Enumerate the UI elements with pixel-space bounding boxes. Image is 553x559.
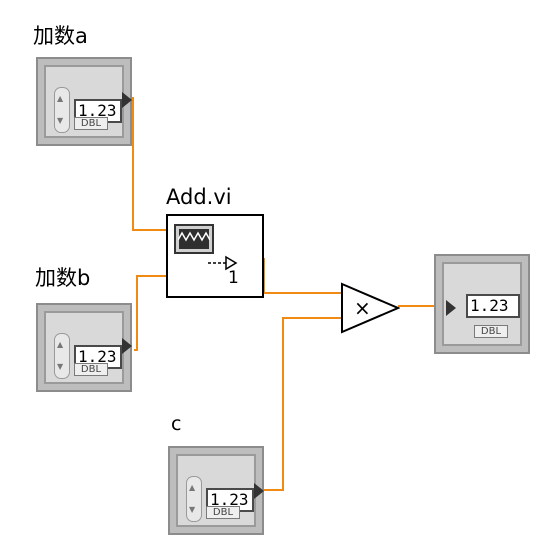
waveform-icon — [178, 231, 210, 242]
add-subvi-node[interactable]: 1 — [166, 214, 264, 298]
wire-b-to-subvi — [134, 275, 166, 351]
terminal-frame: 1.23 DBL — [44, 65, 124, 138]
terminal-frame: 1.23 DBL — [176, 454, 256, 527]
label-c: c — [171, 413, 182, 435]
multiply-symbol: × — [354, 296, 371, 320]
indicator-terminal[interactable]: 1.23 DBL — [434, 254, 530, 354]
label-addend-b: 加数b — [35, 266, 91, 290]
control-b-terminal[interactable]: 1.23 DBL — [36, 303, 132, 392]
label-subvi: Add.vi — [166, 185, 232, 209]
type-badge: DBL — [206, 506, 240, 519]
type-badge: DBL — [474, 325, 508, 338]
numeric-knob-icon — [54, 87, 70, 133]
input-arrow-icon — [446, 300, 456, 316]
type-badge: DBL — [74, 363, 108, 376]
output-arrow-icon — [254, 483, 264, 499]
numeric-knob-icon — [54, 333, 70, 379]
subvi-count: 1 — [228, 268, 239, 288]
output-arrow-icon — [122, 92, 132, 108]
wire-a-to-subvi — [132, 97, 166, 231]
terminal-frame: 1.23 DBL — [44, 311, 124, 384]
wire-c-to-multiply — [264, 317, 342, 491]
terminal-frame: 1.23 DBL — [442, 262, 522, 346]
control-c-terminal[interactable]: 1.23 DBL — [168, 446, 264, 535]
indicator-value: 1.23 — [466, 294, 520, 318]
control-a-terminal[interactable]: 1.23 DBL — [36, 57, 132, 146]
type-badge: DBL — [74, 117, 108, 130]
label-addend-a: 加数a — [33, 24, 88, 48]
plus-arrow-icon — [208, 255, 238, 271]
wire-subvi-to-multiply — [263, 258, 342, 294]
output-arrow-icon — [122, 338, 132, 354]
numeric-knob-icon — [186, 476, 202, 522]
multiply-node[interactable]: × — [340, 282, 400, 334]
